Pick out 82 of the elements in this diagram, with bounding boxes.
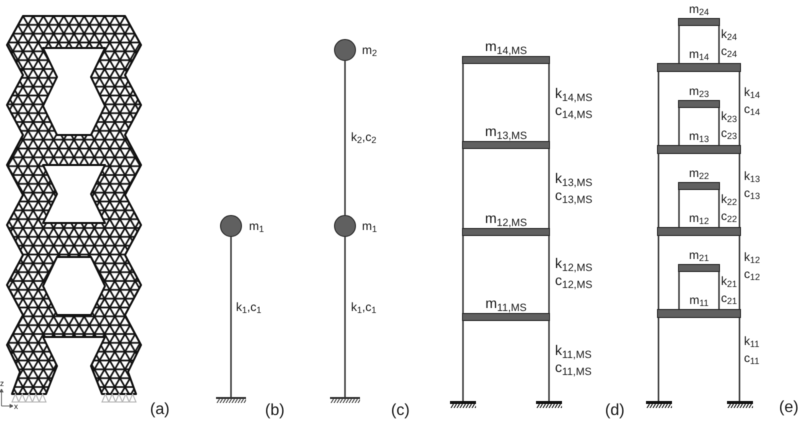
column-line — [230, 237, 232, 397]
column-line — [718, 108, 720, 145]
column-line — [462, 64, 464, 141]
mass-label: m$_{22}$ — [689, 165, 709, 181]
floor-slab — [678, 100, 720, 108]
column-line — [738, 236, 740, 309]
axis-label: z — [0, 380, 4, 388]
mass-label: m$_{14}$ — [689, 46, 709, 62]
fixed-support — [216, 397, 246, 403]
mass-label: m$_{23}$ — [689, 83, 709, 99]
fixed-support — [536, 401, 562, 408]
panel-label: (a) — [150, 401, 170, 419]
column-line — [678, 272, 680, 309]
stiffness-damping-label: k$_{12}$ c$_{12}$ — [744, 249, 760, 283]
stiffness-damping-label: k$_{2}$,c$_{2}$ — [351, 129, 376, 145]
stiffness-damping-label: k$_{13}$ c$_{13}$ — [744, 168, 760, 202]
floor-slab — [657, 145, 741, 154]
mass-label: m$_{1}$ — [362, 218, 378, 234]
fixed-support — [330, 397, 360, 403]
floor-slab — [657, 309, 741, 318]
mass-label: m$_{13}$ — [689, 128, 709, 144]
fixed-support — [726, 401, 752, 408]
fixed-support — [646, 401, 672, 408]
fixed-support — [450, 401, 476, 408]
floor-slab — [462, 56, 550, 64]
stiffness-damping-label: k$_{14}$ c$_{14}$ — [744, 84, 760, 118]
column-line — [344, 237, 346, 397]
mass-label: m$_{2}$ — [362, 42, 378, 58]
column-line — [462, 321, 464, 401]
column-line — [548, 149, 550, 228]
mass-label: m$_{12}$ — [689, 210, 709, 226]
mass-label: m$_{21}$ — [689, 247, 709, 263]
column-line — [462, 149, 464, 228]
column-line — [678, 190, 680, 227]
column-line — [738, 318, 740, 401]
column-line — [548, 64, 550, 141]
column-line — [658, 318, 660, 401]
stiffness-damping-label: k$_{1}$,c$_{1}$ — [351, 299, 376, 315]
column-line — [658, 72, 660, 145]
mass-label: m$_{24}$ — [689, 1, 709, 17]
stiffness-damping-label: k$_{1}$,c$_{1}$ — [236, 299, 262, 315]
column-line — [718, 190, 720, 227]
mass-label: m$_{14,MS}$ — [484, 38, 528, 55]
mass-label: m$_{11}$ — [689, 292, 709, 308]
column-line — [344, 61, 346, 215]
mass-label: m$_{1}$ — [249, 218, 264, 234]
panel-label: (b) — [265, 402, 285, 420]
panel-label: (d) — [605, 402, 625, 420]
floor-slab — [657, 227, 741, 236]
mass-label: m$_{11,MS}$ — [485, 295, 527, 312]
column-line — [738, 72, 740, 145]
mass-label: m$_{12,MS}$ — [484, 210, 528, 227]
floor-slab — [462, 141, 550, 149]
stiffness-damping-label: k$_{11}$ c$_{11}$ — [744, 333, 760, 367]
stiffness-damping-label: k$_{24}$ c$_{24}$ — [721, 26, 738, 60]
floor-slab — [678, 18, 720, 26]
floor-slab — [462, 228, 550, 236]
column-line — [718, 272, 720, 309]
column-line — [658, 154, 660, 227]
column-line — [658, 236, 660, 309]
stiffness-damping-label: k$_{21}$ c$_{21}$ — [721, 273, 738, 307]
column-line — [462, 236, 464, 313]
floor-slab — [678, 264, 720, 272]
panel-label: (e) — [779, 399, 799, 417]
column-line — [738, 154, 740, 227]
mass-label: m$_{13,MS}$ — [484, 123, 528, 140]
stiffness-damping-label: k$_{11,MS}$ c$_{11,MS}$ — [555, 342, 592, 376]
stiffness-damping-label: k$_{23}$ c$_{23}$ — [721, 108, 738, 142]
axis-label: x — [14, 403, 18, 411]
floor-slab — [657, 63, 741, 72]
stiffness-damping-label: k$_{13,MS}$ c$_{13,MS}$ — [555, 170, 592, 204]
floor-slab — [462, 313, 550, 321]
floor-slab — [678, 182, 720, 190]
stiffness-damping-label: k$_{14,MS}$ c$_{14,MS}$ — [555, 85, 592, 119]
column-line — [678, 26, 680, 63]
column-line — [548, 321, 550, 401]
column-line — [718, 26, 720, 63]
panel-label: (c) — [391, 402, 410, 420]
stiffness-damping-label: k$_{12,MS}$ c$_{12,MS}$ — [555, 255, 592, 289]
stiffness-damping-label: k$_{22}$ c$_{22}$ — [721, 191, 738, 225]
column-line — [678, 108, 680, 145]
column-line — [548, 236, 550, 313]
